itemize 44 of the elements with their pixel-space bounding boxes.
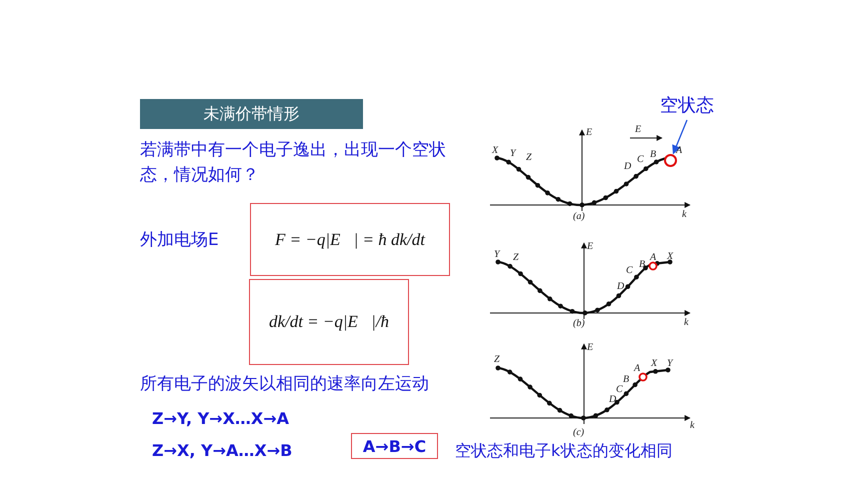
empty-state-marker — [664, 154, 677, 167]
panel-label: (c) — [573, 428, 584, 438]
axis-label: E — [587, 242, 594, 252]
axis-label: k — [684, 318, 688, 328]
field-label: E — [635, 125, 642, 135]
statement-text: 所有电子的波矢以相同的速率向左运动 — [140, 373, 429, 396]
callout-text: 空状态 — [660, 94, 714, 118]
state-label: Z — [513, 253, 519, 263]
question-text: 若满带中有一个电子逸出，出现一个空状态，情况如何？ — [140, 139, 447, 187]
state-label: X — [492, 146, 498, 156]
section-header: 未满价带情形 — [140, 99, 363, 129]
state-label: X — [651, 359, 658, 369]
state-label: Y — [510, 149, 516, 159]
state-label: D — [624, 162, 632, 172]
state-label: Y — [494, 250, 500, 260]
state-label: C — [616, 385, 623, 395]
panel-label: (a) — [573, 212, 585, 222]
state-label: C — [637, 155, 644, 165]
conclusion-text: 空状态和电子k状态的变化相同 — [455, 440, 672, 462]
state-label: D — [609, 395, 616, 405]
state-label: A — [634, 364, 640, 374]
transition-text: Z→X, Y→A…X→B — [152, 440, 292, 462]
formula-box: F = −q|E⃗| = ħ dk/dt — [250, 203, 450, 276]
panel-label: (b) — [573, 319, 585, 329]
state-label: B — [650, 150, 656, 160]
axis-label: E — [586, 128, 592, 138]
state-label: B — [639, 260, 646, 270]
formula-box: dk/dt = −q|E⃗|/ħ — [249, 279, 409, 365]
transition-text: Z→Y, Y→X…X→A — [152, 408, 290, 430]
state-label: A — [676, 146, 682, 156]
field-label: 外加电场E — [140, 229, 219, 252]
state-label: Z — [526, 153, 532, 163]
axis-label: E — [587, 343, 594, 353]
state-label: X — [667, 252, 674, 262]
state-label: A — [650, 253, 656, 263]
axis-label: k — [690, 421, 694, 431]
sequence-box: A→B→C — [351, 433, 438, 459]
state-label: Y — [667, 359, 673, 369]
state-label: Z — [494, 355, 500, 365]
state-label: C — [626, 266, 633, 276]
state-label: B — [623, 375, 630, 385]
leader-line — [672, 120, 688, 154]
axis-label: k — [682, 210, 686, 220]
state-label: D — [617, 282, 624, 292]
